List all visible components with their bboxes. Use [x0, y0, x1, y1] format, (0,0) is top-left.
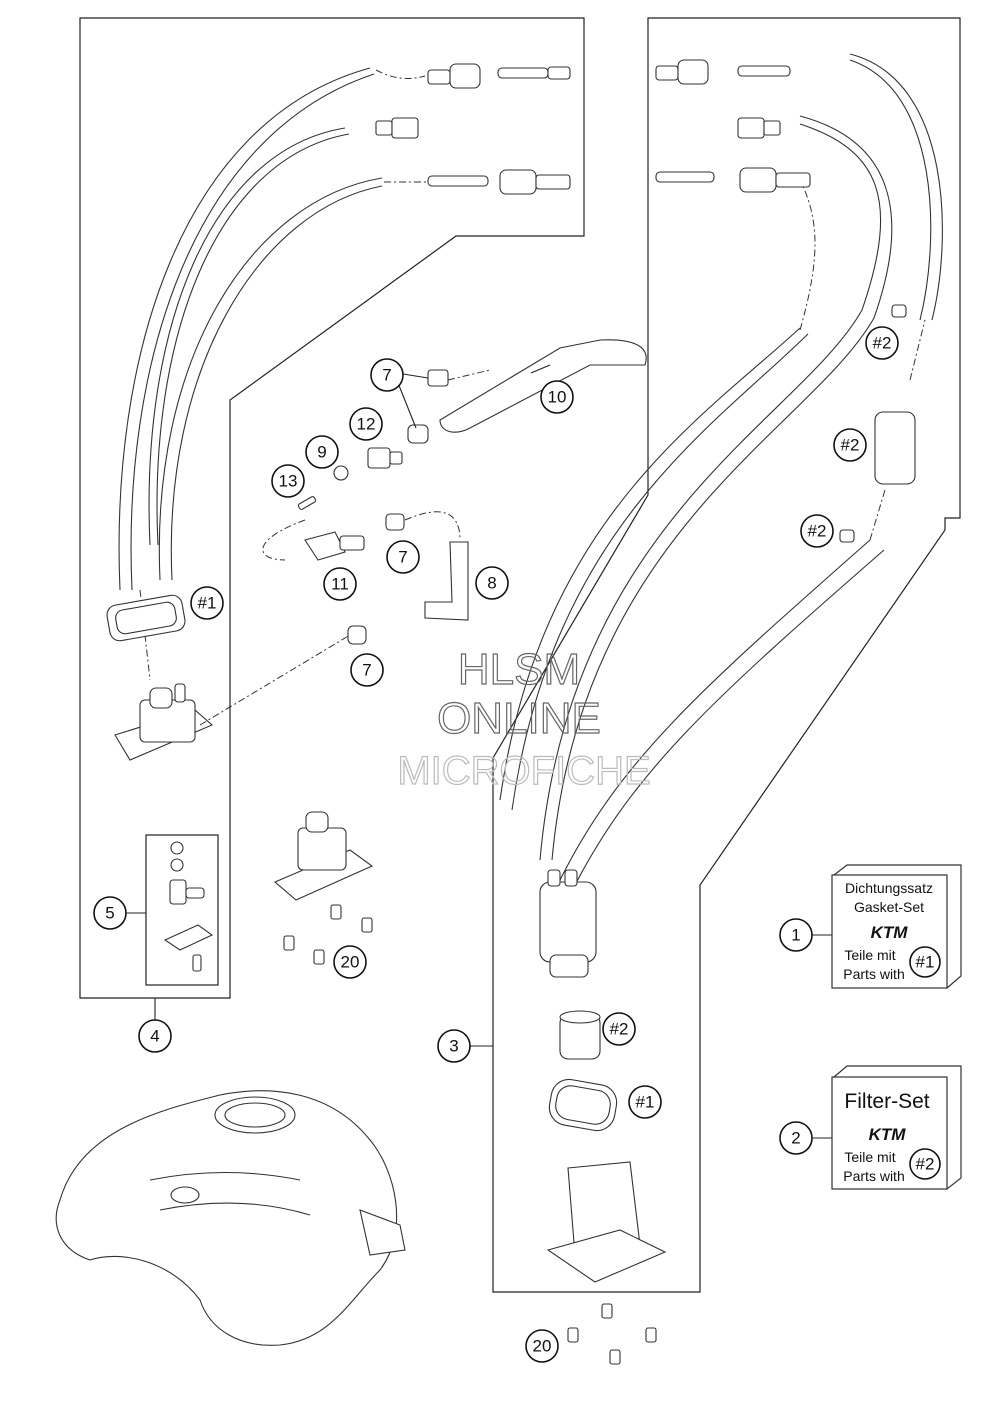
svg-text:3: 3: [449, 1037, 458, 1056]
svg-text:1: 1: [791, 926, 800, 945]
svg-text:ONLINE: ONLINE: [437, 694, 601, 743]
pump-strainer: [559, 1010, 601, 1060]
left-assembly-frame: [79, 17, 585, 999]
svg-text:7: 7: [382, 366, 391, 385]
left-connectors: [375, 63, 571, 195]
callout-9: 9: [305, 435, 339, 469]
left-hoses: [118, 67, 429, 681]
callout-12: 12: [349, 407, 383, 441]
callout-2: 2: [779, 1121, 813, 1155]
filter-kit-title: Filter-Set: [844, 1090, 929, 1113]
gasket-kit-ref: #1: [909, 946, 941, 978]
svg-text:#1: #1: [916, 953, 935, 972]
callout-20-mid: 20: [333, 945, 367, 979]
callout-13: 13: [271, 464, 305, 498]
o-ring-kit-parts: [163, 841, 214, 972]
svg-text:20: 20: [533, 1337, 552, 1356]
callout-5: 5: [93, 896, 127, 930]
callout-1: 1: [779, 918, 813, 952]
right-assembly-frame: [492, 17, 961, 1293]
filter-kit-ref: #2: [909, 1148, 941, 1180]
pump-housing: [546, 1161, 667, 1365]
left-pump-flange: [106, 594, 356, 761]
callout-hash2-c: #2: [800, 514, 834, 548]
svg-text:4: 4: [150, 1027, 159, 1046]
callout-7-low: 7: [350, 653, 384, 687]
filter-kit-parts-de: Teile mit: [844, 1149, 895, 1165]
o-ring-kit-frame: [145, 834, 219, 986]
callout-7-mid: 7: [386, 540, 420, 574]
callout-8: 8: [475, 566, 509, 600]
spare-pump-flange: [273, 811, 374, 965]
svg-text:#2: #2: [841, 436, 860, 455]
right-connectors: [655, 59, 916, 543]
gasket-kit-parts-en: Parts with: [843, 966, 904, 982]
watermark: HLSM ONLINE MICROFICHE: [397, 644, 652, 793]
fuel-pump: [539, 869, 597, 978]
vent-hoses-fittings: [262, 339, 647, 645]
callout-hash1-left: #1: [190, 586, 224, 620]
svg-text:#1: #1: [198, 594, 217, 613]
svg-text:#1: #1: [636, 1093, 655, 1112]
svg-text:#2: #2: [916, 1155, 935, 1174]
svg-text:MICROFICHE: MICROFICHE: [397, 749, 650, 793]
callout-4: 4: [138, 1019, 172, 1053]
svg-text:7: 7: [398, 548, 407, 567]
svg-text:HLSM: HLSM: [458, 645, 580, 694]
svg-text:8: 8: [487, 574, 496, 593]
svg-text:9: 9: [317, 443, 326, 462]
right-hoses: [499, 53, 943, 886]
filter-kit-parts-en: Parts with: [843, 1168, 904, 1184]
callout-20-bottom: 20: [525, 1329, 559, 1363]
gasket-kit-title-en: Gasket-Set: [854, 899, 924, 915]
ktm-logo: KTM: [869, 1125, 907, 1144]
gasket-kit-parts-de: Teile mit: [844, 947, 895, 963]
svg-text:#2: #2: [873, 334, 892, 353]
gasket-kit-title-de: Dichtungssatz: [845, 880, 933, 896]
ktm-logo: KTM: [871, 923, 909, 942]
svg-text:#2: #2: [808, 522, 827, 541]
fuel-tank: [55, 1090, 406, 1346]
svg-text:20: 20: [341, 953, 360, 972]
filter-kit-box: Filter-Set KTM Teile mit Parts with #2: [831, 1065, 962, 1190]
svg-text:2: 2: [791, 1129, 800, 1148]
gasket-kit-box: Dichtungssatz Gasket-Set KTM Teile mit P…: [831, 864, 962, 989]
callout-hash2-a: #2: [865, 326, 899, 360]
svg-text:#2: #2: [610, 1020, 629, 1039]
callout-11: 11: [323, 567, 357, 601]
svg-text:10: 10: [548, 388, 567, 407]
pump-seal: [548, 1078, 618, 1132]
svg-text:12: 12: [357, 415, 376, 434]
callout-hash2-d: #2: [602, 1012, 636, 1046]
callout-10: 10: [540, 380, 574, 414]
callout-hash2-b: #2: [833, 428, 867, 462]
svg-text:11: 11: [331, 575, 349, 594]
svg-text:5: 5: [105, 904, 114, 923]
leader-lines: [126, 364, 834, 1139]
callout-3: 3: [437, 1029, 471, 1063]
callout-hash1-right: #1: [628, 1085, 662, 1119]
svg-text:7: 7: [362, 661, 371, 680]
callout-7-top: 7: [370, 358, 404, 392]
svg-text:13: 13: [279, 472, 298, 491]
